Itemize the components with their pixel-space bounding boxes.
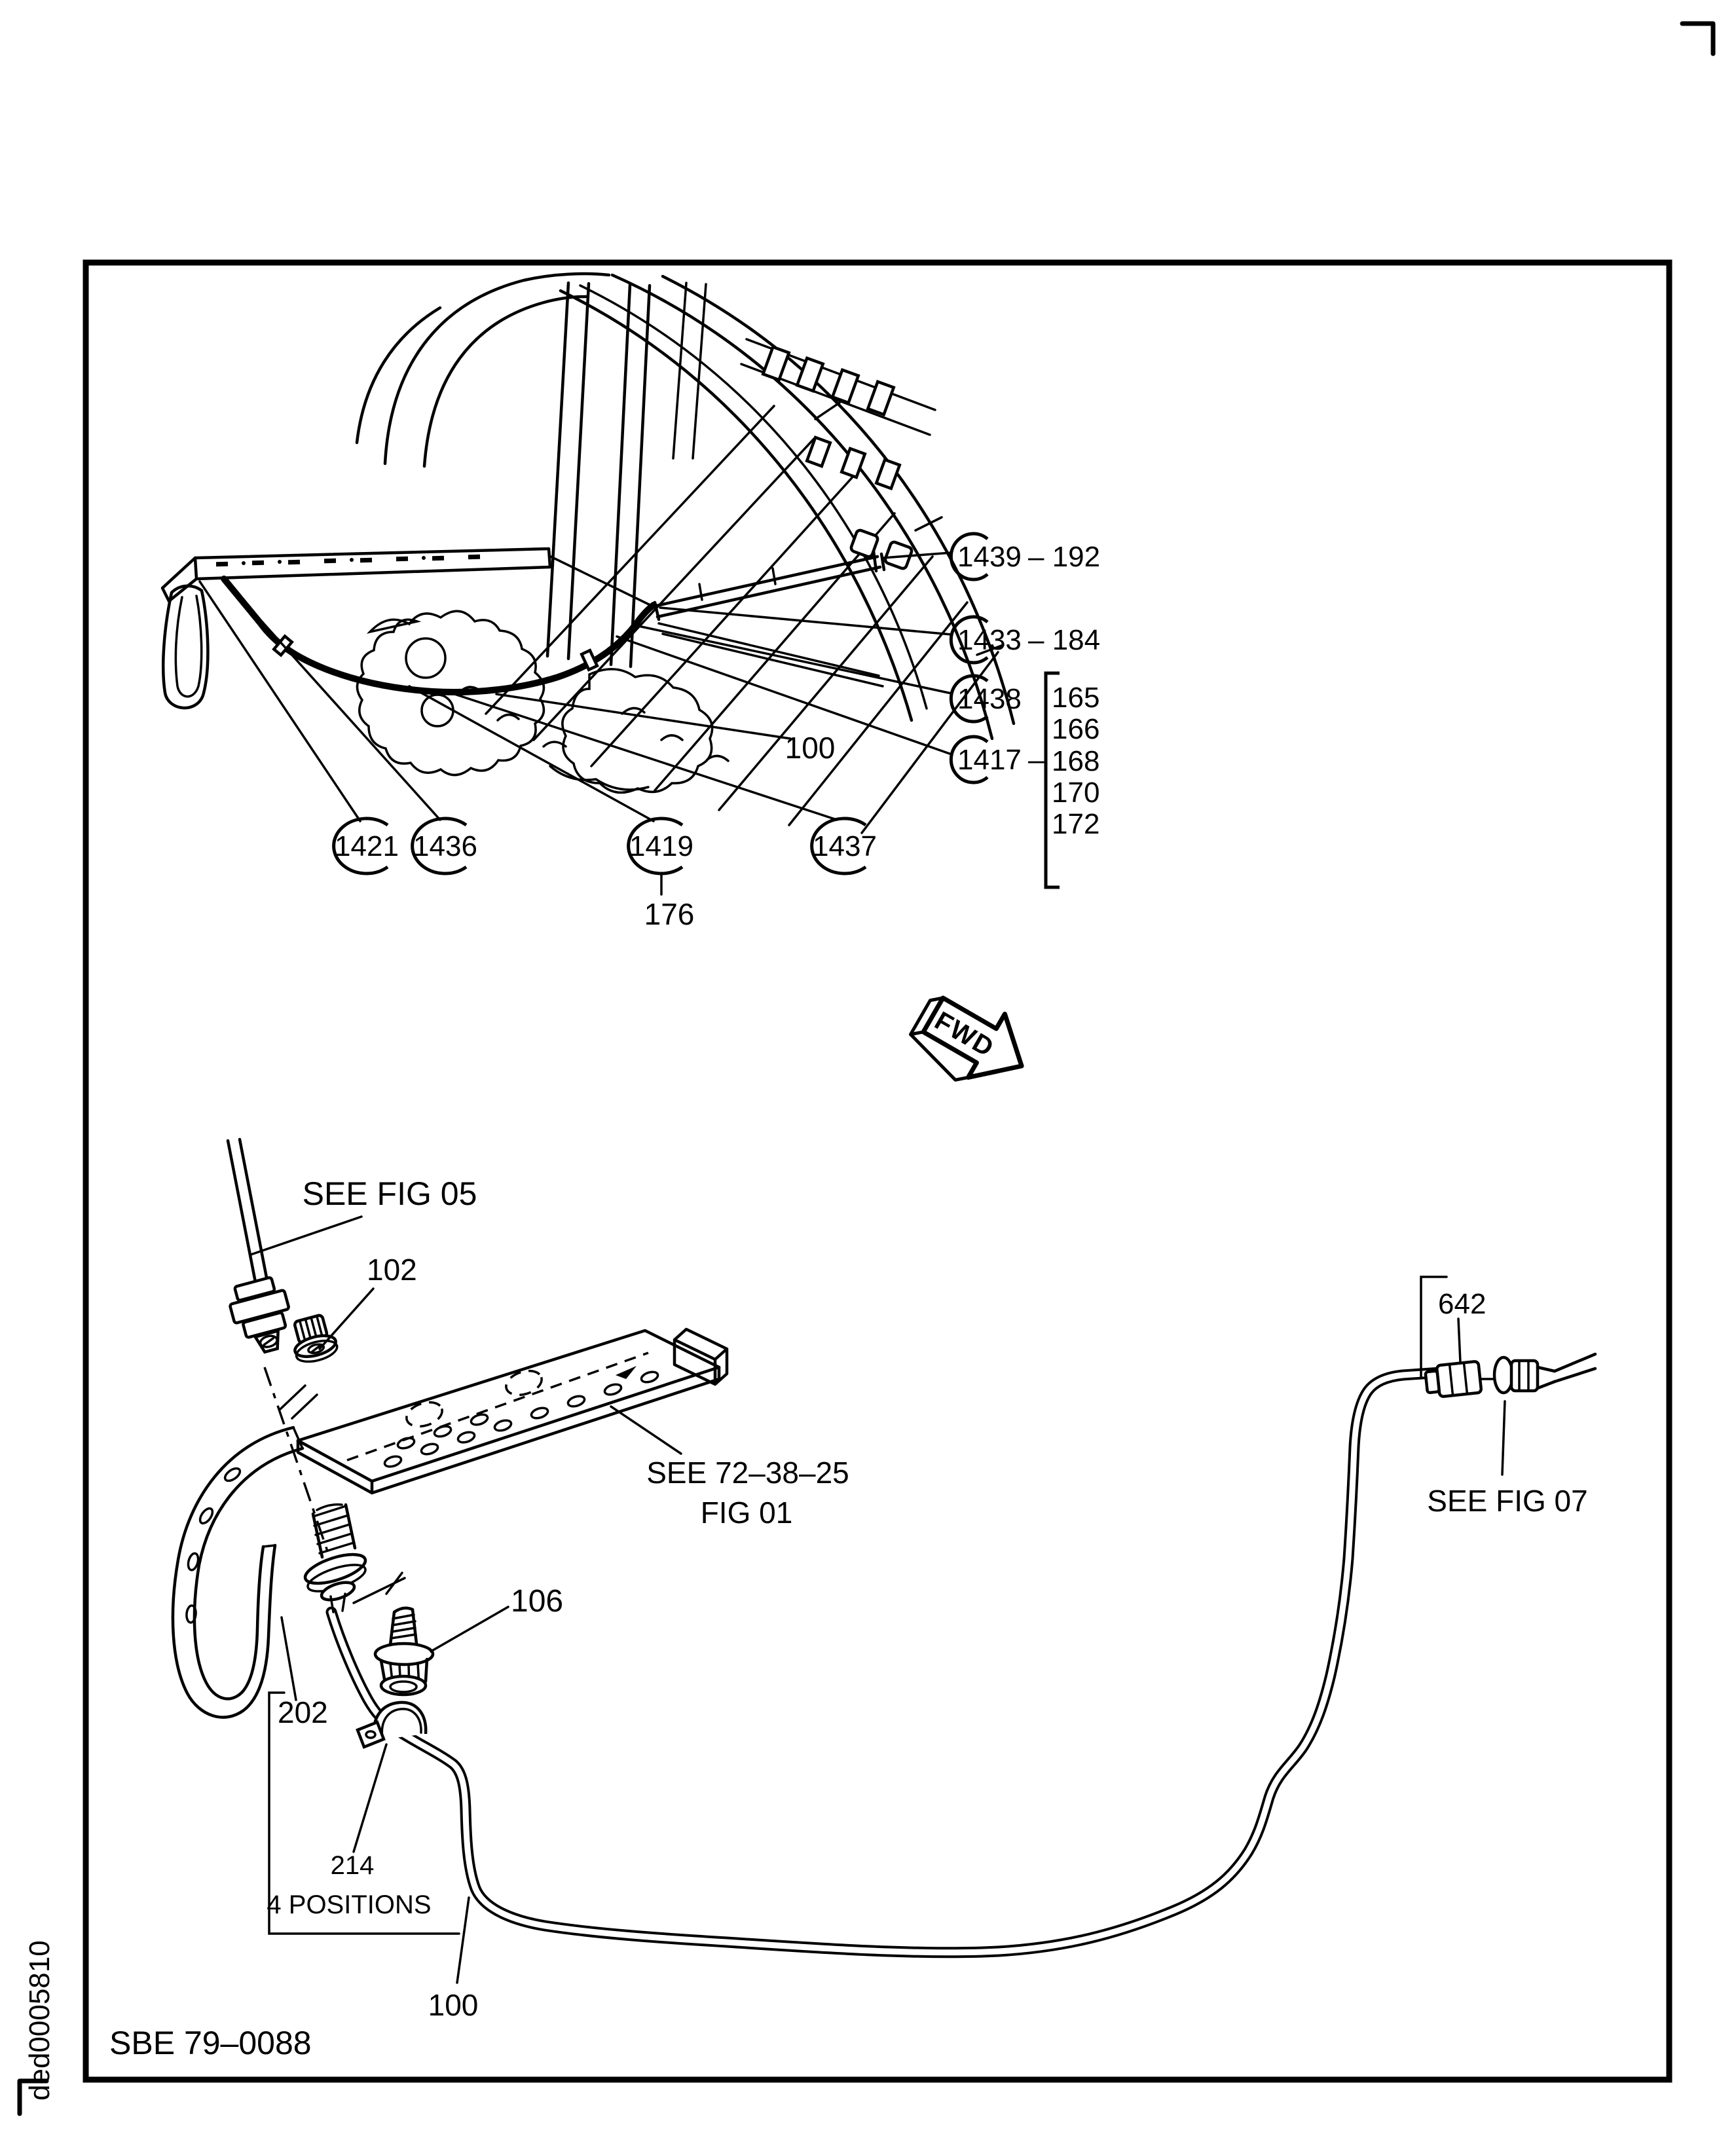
item-202-fitting <box>303 1503 367 1613</box>
drawing-border <box>83 259 1672 2083</box>
b-nut-fitting <box>229 1276 290 1354</box>
bottom-view-labels: SEE FIG 05 102 SEE 72–38–25 FIG 01 106 2… <box>267 1175 1587 2022</box>
callout-1438: 1438 <box>957 683 1022 715</box>
corner-mark-top-right <box>1680 21 1716 56</box>
ref-192: – 192 <box>1028 541 1100 573</box>
main-tube-100 <box>325 1367 1447 1959</box>
top-view-right-callouts: 1439 – 192 1433 – 184 1438 1417 – 165 16… <box>949 532 1100 889</box>
positions-bracket <box>268 1691 460 1935</box>
teardrop-strap <box>161 584 210 710</box>
support-plate <box>296 1327 729 1495</box>
item-176: 176 <box>644 897 695 931</box>
engine-illustration <box>160 272 1016 834</box>
ref-see-fig07: SEE FIG 07 <box>1427 1484 1587 1518</box>
fig05-tube <box>226 1137 290 1354</box>
callout-1439: 1439 <box>957 541 1022 573</box>
item-102-fitting <box>293 1314 339 1363</box>
doc-code-vertical: ded0005810 <box>24 1940 56 2101</box>
callout-1421: 1421 <box>335 830 399 862</box>
item-642-label: 642 <box>1438 1288 1486 1320</box>
curved-strap-bracket <box>171 1426 305 1719</box>
ref-168: 168 <box>1052 745 1099 777</box>
ref-184: – 184 <box>1028 624 1100 656</box>
fuel-tube-highlight <box>221 576 657 695</box>
bottom-assembly <box>171 1137 1597 1959</box>
corner-mark-bottom-left <box>17 2078 49 2116</box>
item-106-bolt <box>373 1606 435 1697</box>
fwd-arrow: FWD <box>909 995 1024 1082</box>
bottom-view-leaders <box>249 1215 1506 1984</box>
ref-see-72-38-25: SEE 72–38–25 <box>646 1456 849 1490</box>
witness-tick-lower <box>352 1572 406 1604</box>
item-214-label: 214 <box>331 1851 375 1880</box>
item-642-bracket <box>1420 1276 1448 1378</box>
tube-bracket-bar <box>160 547 552 603</box>
item-642-fitting <box>1424 1360 1483 1398</box>
plate-holes <box>383 1371 659 1468</box>
tube-union-right <box>580 648 599 672</box>
callout-1433: 1433 <box>957 624 1022 656</box>
ref-172: 172 <box>1052 808 1099 840</box>
plate-datum-arrow <box>616 1366 637 1379</box>
ref-see-fig05: SEE FIG 05 <box>303 1175 477 1212</box>
ref-165: 165 <box>1052 682 1099 714</box>
ref-fig01: FIG 01 <box>701 1496 793 1530</box>
callout-1437: 1437 <box>813 830 877 862</box>
top-view-bottom-callouts: 1421 1436 1419 1437 176 <box>332 817 877 931</box>
top-view-leaders <box>198 551 953 822</box>
item-106-label: 106 <box>511 1584 563 1619</box>
item-102-label: 102 <box>367 1253 417 1287</box>
callout-1436: 1436 <box>413 830 477 862</box>
callout-1419: 1419 <box>629 830 693 862</box>
item-100-bottom-label: 100 <box>428 1988 479 2022</box>
item-214-clamp <box>356 1701 428 1749</box>
fuel-tube-right-run <box>549 549 886 688</box>
figure-code: SBE 79–0088 <box>109 2025 312 2061</box>
item-100-top: 100 <box>785 731 836 765</box>
dash-1417: – <box>1028 744 1044 776</box>
fan-blade-lines <box>485 405 999 834</box>
connector-blocks <box>740 338 936 570</box>
fig07-mating-fitting <box>1492 1352 1597 1395</box>
positions-note: 4 POSITIONS <box>267 1890 431 1919</box>
ref-list-bracket <box>1044 671 1060 889</box>
item-202-label: 202 <box>278 1695 328 1729</box>
callout-1417: 1417 <box>957 744 1022 776</box>
witness-tick-upper <box>279 1384 318 1420</box>
ref-170: 170 <box>1052 777 1099 809</box>
ref-166: 166 <box>1052 713 1099 745</box>
